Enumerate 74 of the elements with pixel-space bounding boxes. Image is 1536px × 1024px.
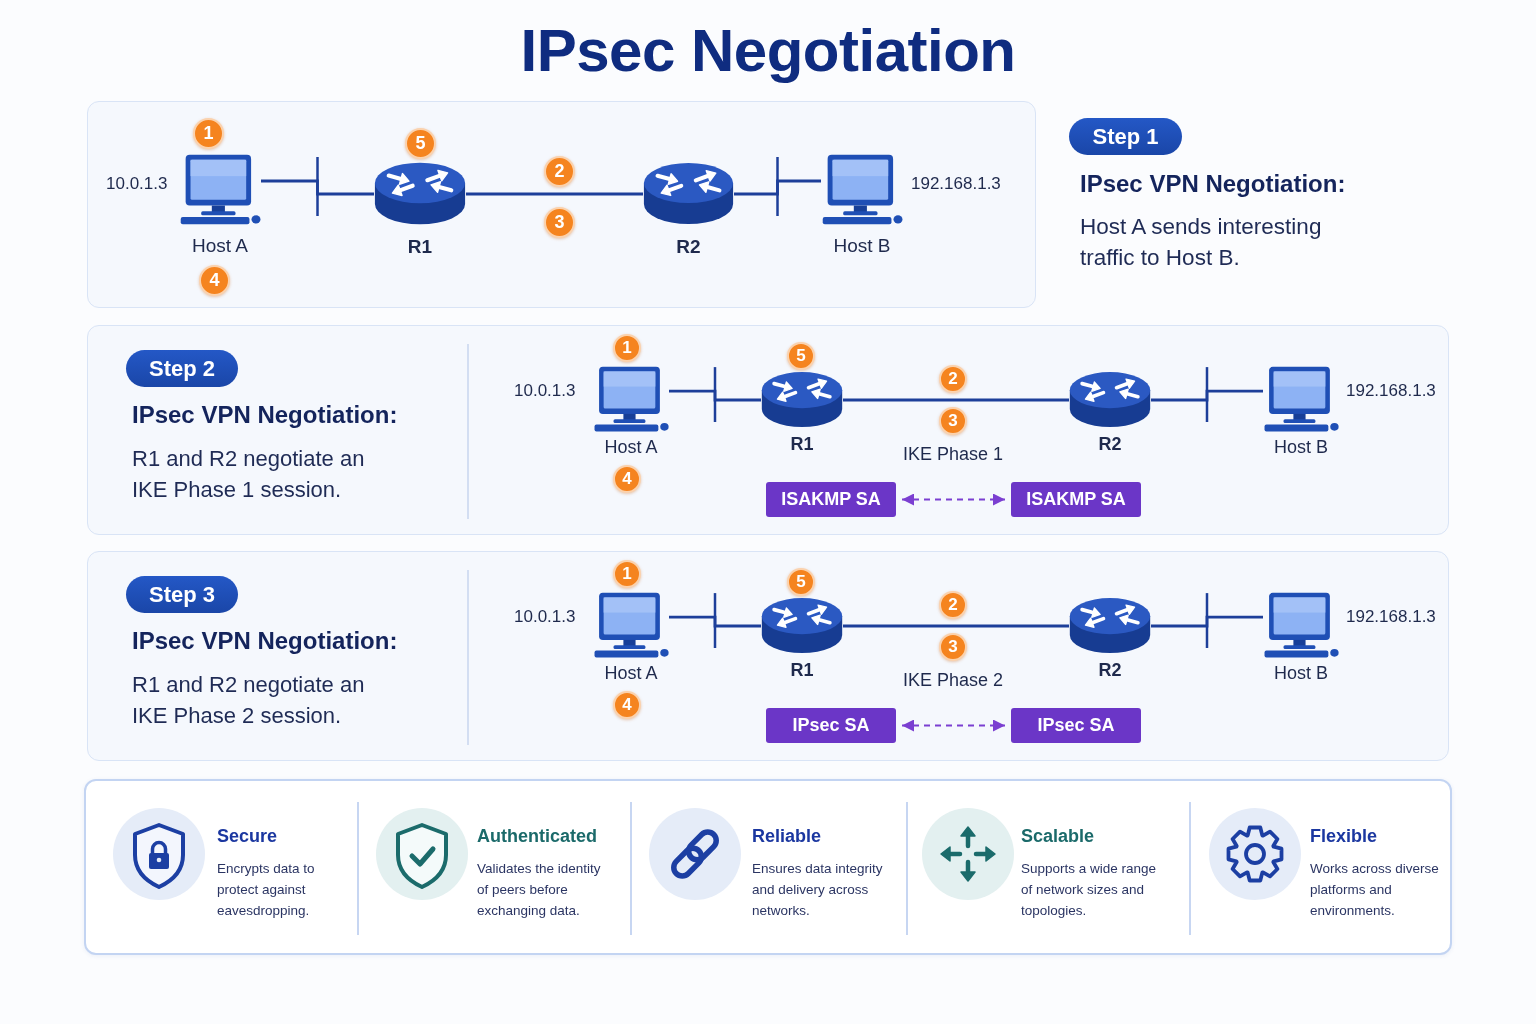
router-label: R1 xyxy=(407,236,433,258)
network-link xyxy=(261,179,374,196)
number-badge: 2 xyxy=(544,156,575,187)
network-link xyxy=(669,389,761,402)
number-badge: 2 xyxy=(939,365,967,393)
number-badge: 5 xyxy=(787,568,815,596)
step-panel xyxy=(87,551,1449,761)
number-badge: 4 xyxy=(199,265,230,296)
host-label: Host A xyxy=(604,437,658,458)
step-heading: IPsec VPN Negotiation: xyxy=(1080,169,1346,198)
feature-heading: Secure xyxy=(217,826,278,847)
ip-address: 192.168.1.3 xyxy=(911,174,1001,194)
phase-label: IKE Phase 2 xyxy=(902,670,1004,691)
number-badge: 4 xyxy=(613,465,641,493)
number-badge: 5 xyxy=(405,128,436,159)
step-pill: Step 3 xyxy=(126,576,238,613)
number-badge: 3 xyxy=(939,407,967,435)
ip-address: 10.0.1.3 xyxy=(106,174,168,194)
step-description: Host A sends interesting traffic to Host B. xyxy=(1080,213,1323,272)
number-badge: 3 xyxy=(939,633,967,661)
host-label: Host A xyxy=(192,235,248,257)
router-label: R2 xyxy=(1098,434,1122,455)
router-label: R1 xyxy=(790,434,814,455)
sa-tag: ISAKMP SA xyxy=(766,482,896,517)
router-label: R2 xyxy=(1098,660,1122,681)
host-label: Host A xyxy=(604,663,658,684)
host-label: Host B xyxy=(1274,437,1328,458)
host-label: Host B xyxy=(1274,663,1328,684)
feature-description: Ensures data integrity and delivery across networks. xyxy=(752,860,884,920)
number-badge: 5 xyxy=(787,342,815,370)
topology-panel xyxy=(87,101,1036,308)
step-description: R1 and R2 negotiate an IKE Phase 1 session. xyxy=(132,445,366,504)
ip-address: 192.168.1.3 xyxy=(1346,381,1436,401)
step-pill: Step 2 xyxy=(126,350,238,387)
diagram-title: IPsec Negotiation xyxy=(520,16,1016,85)
router-label: R2 xyxy=(676,236,701,258)
feature-description: Supports a wide range of network sizes and topologies. xyxy=(1021,860,1158,920)
feature-description: Works across diverse platforms and environments. xyxy=(1310,860,1440,920)
network-link xyxy=(734,179,821,196)
feature-heading: Reliable xyxy=(752,826,822,847)
dashed-arrow xyxy=(902,493,1005,506)
step-description: R1 and R2 negotiate an IKE Phase 2 session. xyxy=(132,671,366,730)
ip-address: 10.0.1.3 xyxy=(514,607,576,627)
feature-description: Encrypts data to protect against eavesdropping. xyxy=(217,860,316,920)
feature-description: Validates the identity of peers before exchanging data. xyxy=(477,860,602,920)
number-badge: 4 xyxy=(613,691,641,719)
number-badge: 2 xyxy=(939,591,967,619)
ip-address: 192.168.1.3 xyxy=(1346,607,1436,627)
step-heading: IPsec VPN Negotiation: xyxy=(132,400,398,429)
network-link xyxy=(843,624,1069,628)
sa-tag: ISAKMP SA xyxy=(1011,482,1141,517)
sa-tag: IPsec SA xyxy=(766,708,896,743)
number-badge: 1 xyxy=(613,334,641,362)
ip-address: 10.0.1.3 xyxy=(514,381,576,401)
dashed-arrow xyxy=(902,719,1005,732)
network-link xyxy=(466,192,643,196)
phase-label: IKE Phase 1 xyxy=(902,444,1004,465)
number-badge: 1 xyxy=(193,118,224,149)
sa-tag: IPsec SA xyxy=(1011,708,1141,743)
number-badge: 3 xyxy=(544,207,575,238)
feature-heading: Authenticated xyxy=(477,826,597,847)
network-link xyxy=(1151,615,1263,628)
network-link xyxy=(843,398,1069,402)
host-label: Host B xyxy=(833,235,891,257)
number-badge: 1 xyxy=(613,560,641,588)
step-panel xyxy=(87,325,1449,535)
features-panel xyxy=(84,779,1452,955)
feature-heading: Scalable xyxy=(1021,826,1095,847)
step-heading: IPsec VPN Negotiation: xyxy=(132,626,398,655)
step-pill: Step 1 xyxy=(1069,118,1182,155)
router-label: R1 xyxy=(790,660,814,681)
feature-heading: Flexible xyxy=(1310,826,1378,847)
network-link xyxy=(1151,389,1263,402)
network-link xyxy=(669,615,761,628)
